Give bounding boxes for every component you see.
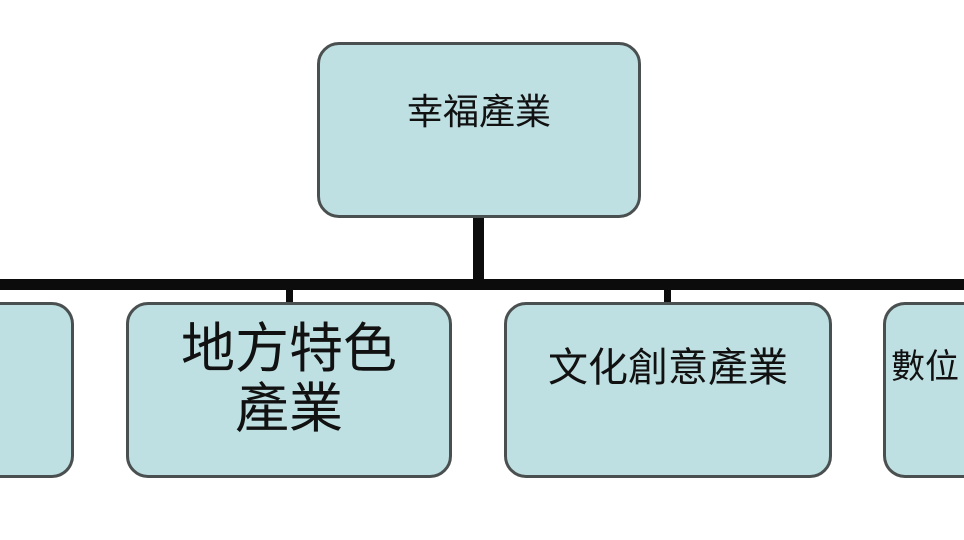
child-node-1 — [0, 302, 74, 478]
child-connector-2 — [286, 288, 293, 304]
child-node-3-label: 文化創意產業 — [548, 345, 788, 391]
root-node: 幸福產業 — [317, 42, 641, 218]
child-node-2: 地方特色 產業 — [126, 302, 452, 478]
root-node-label: 幸福產業 — [406, 92, 551, 133]
child-node-3: 文化創意產業 — [504, 302, 832, 478]
child-node-4-label: 數位 — [891, 347, 959, 387]
child-node-2-label-line1: 地方特色 — [181, 317, 397, 380]
child-connector-3 — [664, 288, 671, 304]
root-connector — [473, 215, 484, 285]
child-node-2-label-line2: 產業 — [235, 377, 343, 440]
child-node-4: 數位 — [883, 302, 964, 478]
horizontal-connector — [0, 279, 964, 290]
